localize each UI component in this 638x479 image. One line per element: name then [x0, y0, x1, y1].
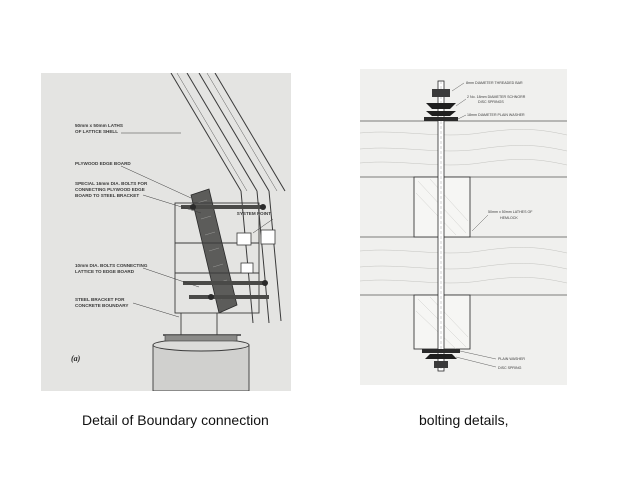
boundary-connection-svg: 50mm x 50mm LATHS OF LATTICE SHELL PLYWO… — [71, 73, 286, 391]
concrete-boundary — [152, 334, 250, 391]
leader-lines — [120, 132, 274, 318]
label-edge-board: PLYWOOD EDGE BOARD — [75, 161, 131, 166]
label-laths-2: HEMLOCK — [500, 216, 518, 220]
label-laths-2: OF LATTICE SHELL — [75, 129, 118, 134]
lattice-laths — [170, 73, 286, 192]
lath-hatching — [415, 178, 469, 350]
bolting-detail-drawing: 8mm DIAMETER THREADED BAR 2 No. 18mm DIA… — [360, 69, 567, 385]
system-point-blocks — [236, 229, 276, 274]
figure-tag: (a) — [71, 354, 81, 363]
label-bolts10-1: 10mm DIA. BOLTS CONNECTING — [75, 263, 148, 268]
caption-boundary-connection: Detail of Boundary connection — [82, 412, 269, 428]
label-laths-1: 50mm x 50mm LATHS — [75, 123, 123, 128]
label-disc-springs-1: 2 No. 18mm DIAMETER SCHNORR — [467, 95, 526, 99]
label-bolts10-2: LATTICE TO EDGE BOARD — [75, 269, 135, 274]
caption-bolting-details: bolting details, — [419, 412, 509, 428]
label-laths-1: 50mm x 50mm LATHES OF — [488, 210, 533, 214]
label-plain-washer-top: 18mm DIAMETER PLAIN WASHER — [467, 113, 525, 117]
label-special-bolts-3: BOARD TO STEEL BRACKET — [75, 193, 139, 198]
label-bracket-2: CONCRETE BOUNDARY — [75, 303, 128, 308]
bottom-fixings — [422, 349, 460, 368]
top-fixings — [424, 89, 458, 121]
bolting-detail-svg: 8mm DIAMETER THREADED BAR 2 No. 18mm DIA… — [360, 80, 567, 372]
bolts — [181, 204, 269, 300]
label-special-bolts-2: CONNECTING PLYWOOD EDGE — [75, 187, 145, 192]
boundary-connection-drawing: 50mm x 50mm LATHS OF LATTICE SHELL PLYWO… — [41, 73, 291, 391]
label-threaded-bar: 8mm DIAMETER THREADED BAR — [466, 81, 523, 85]
label-system-point: SYSTEM POINT — [237, 211, 271, 216]
label-bracket-1: STEEL BRACKET FOR — [75, 297, 125, 302]
right-leader-lines — [451, 82, 497, 368]
label-special-bolts-1: SPECIAL 16mm DIA. BOLTS FOR — [75, 181, 148, 186]
wood-grain — [360, 129, 567, 284]
label-disc-spring: DISC SPRING — [498, 366, 522, 370]
label-disc-springs-2: DISC SPRINGS — [478, 100, 504, 104]
label-plain-washer-bottom: PLAIN WASHER — [498, 357, 525, 361]
threaded-bar — [437, 80, 445, 372]
